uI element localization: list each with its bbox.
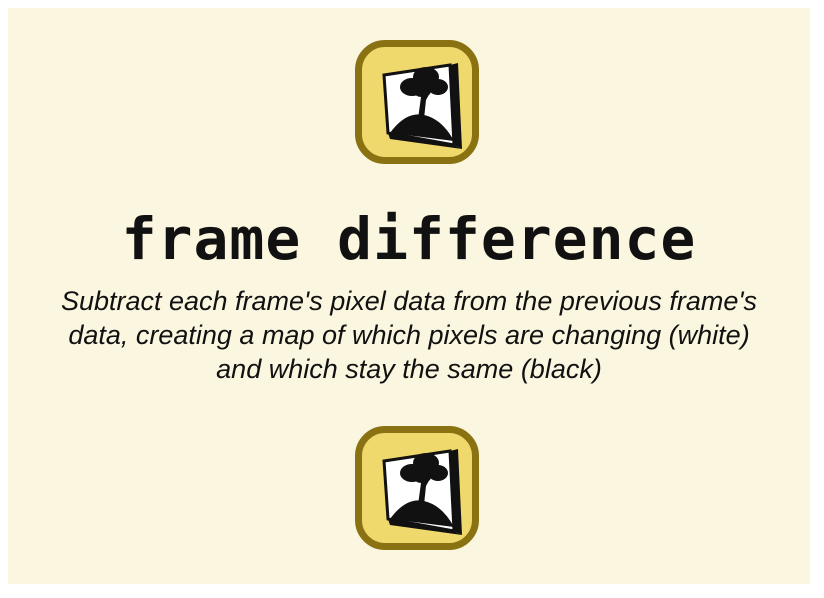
block-icon-bottom[interactable] xyxy=(355,426,479,550)
block-icon-top[interactable] xyxy=(355,40,479,164)
framed-tree-picture-icon xyxy=(382,63,462,149)
block-description: Subtract each frame's pixel data from th… xyxy=(60,286,758,384)
block-info-card: frame difference Subtract each frame's p… xyxy=(8,8,810,584)
block-title: frame difference xyxy=(121,205,697,273)
framed-tree-picture-icon xyxy=(382,449,462,535)
